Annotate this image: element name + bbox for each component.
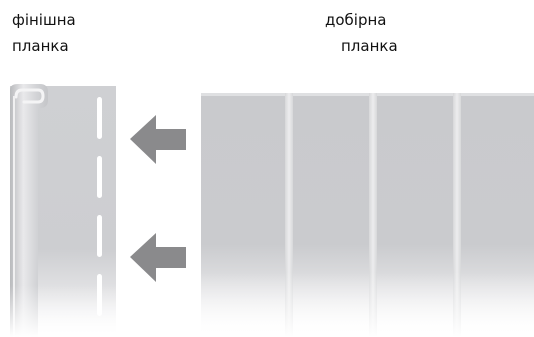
upper-arrow: [130, 115, 186, 164]
finish-strip: [8, 84, 120, 337]
panel-ribs: [285, 93, 461, 337]
filler-strip-label-line-2: планка: [341, 37, 398, 55]
filler-strip: [199, 93, 534, 337]
finish-strip-label-line-2: планка: [12, 37, 69, 55]
filler-strip-label-line-1: добірна: [325, 11, 387, 29]
lower-arrow: [130, 233, 186, 282]
finish-strip-label-line-1: фінішна: [12, 11, 76, 29]
filler-strip-label: добірна планка: [325, 11, 398, 56]
finish-strip-hook: [10, 84, 48, 337]
finish-strip-label: фінішна планка: [12, 11, 76, 56]
